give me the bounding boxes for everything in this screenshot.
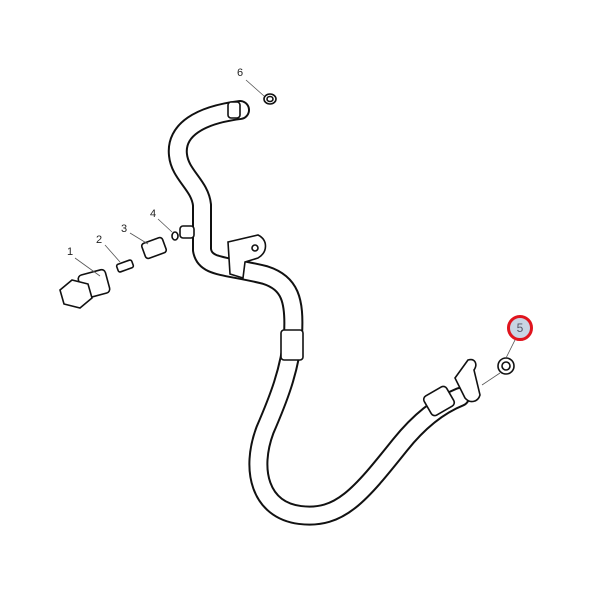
hose-sleeve-lower [422, 385, 456, 417]
valve-body-3 [140, 236, 168, 260]
cap-hex [59, 279, 93, 309]
pipe-end-fitting [227, 101, 241, 119]
callout-2[interactable]: 2 [96, 234, 103, 246]
valve-core-2 [115, 259, 135, 273]
callout-6[interactable]: 6 [237, 67, 244, 79]
callout-5-label: 5 [516, 321, 524, 335]
callout-1[interactable]: 1 [67, 246, 74, 258]
end-flange [454, 358, 481, 403]
hose-sleeve [280, 329, 304, 361]
hose-pipe [167, 100, 470, 526]
callout-4[interactable]: 4 [150, 208, 157, 220]
union-nut-4 [179, 225, 195, 239]
callout-5-highlighted[interactable]: 5 [507, 315, 533, 341]
callout-3[interactable]: 3 [121, 223, 128, 235]
